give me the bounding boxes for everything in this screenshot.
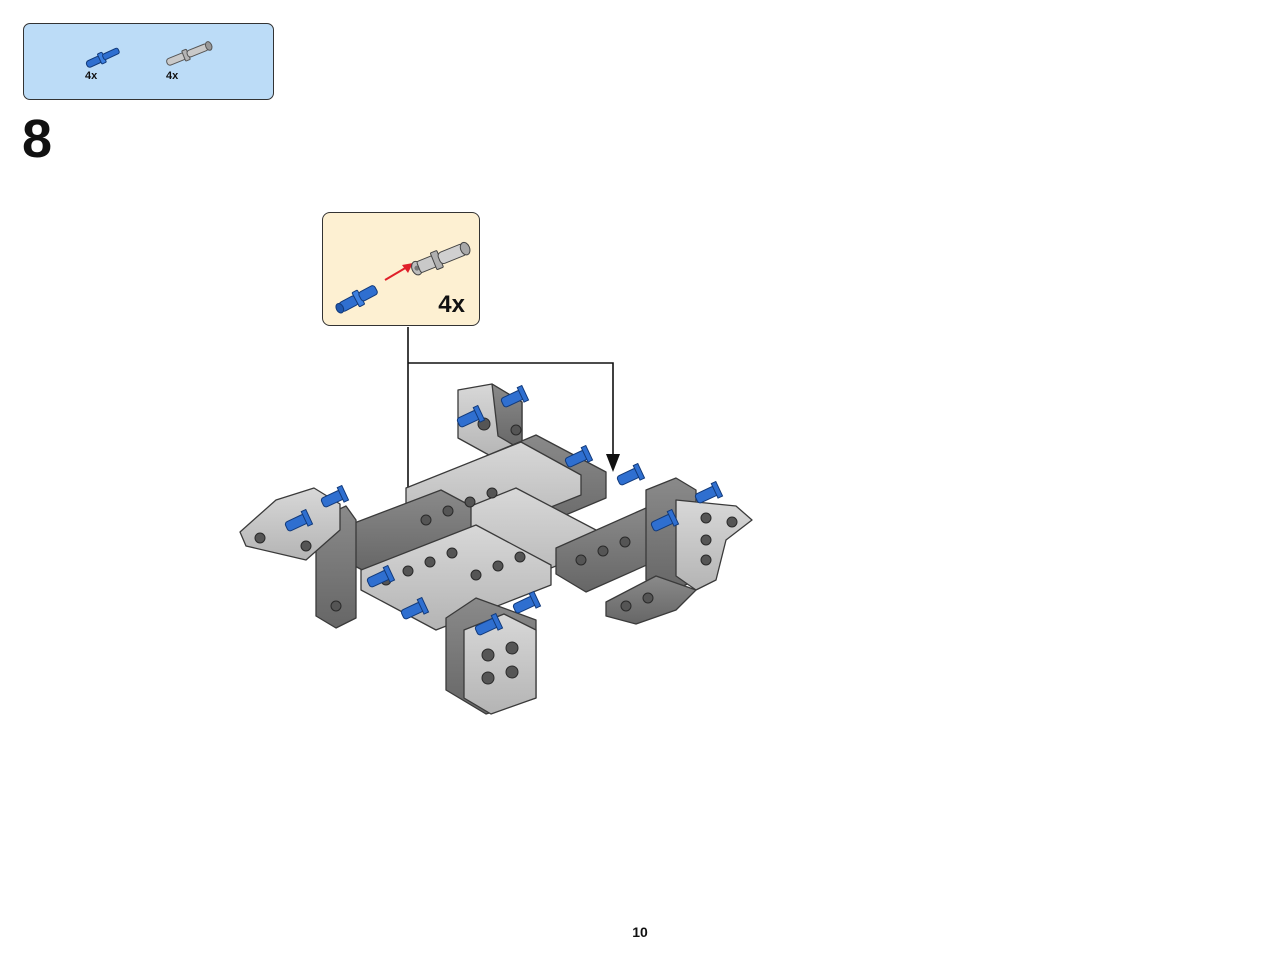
subassembly-callout: 4x [322, 212, 480, 326]
parts-list-box: 4x 4x [23, 23, 274, 100]
blue-axle-pin-icon [85, 47, 120, 68]
callout-count: 4x [438, 291, 465, 318]
page-number: 10 [632, 924, 648, 940]
model-illustration [239, 383, 753, 715]
subassembly-illustration [335, 241, 471, 314]
gray-long-pin-icon [166, 41, 213, 66]
part-count: 4x [85, 70, 98, 82]
part-count: 4x [166, 70, 179, 82]
step-number: 8 [22, 109, 53, 169]
